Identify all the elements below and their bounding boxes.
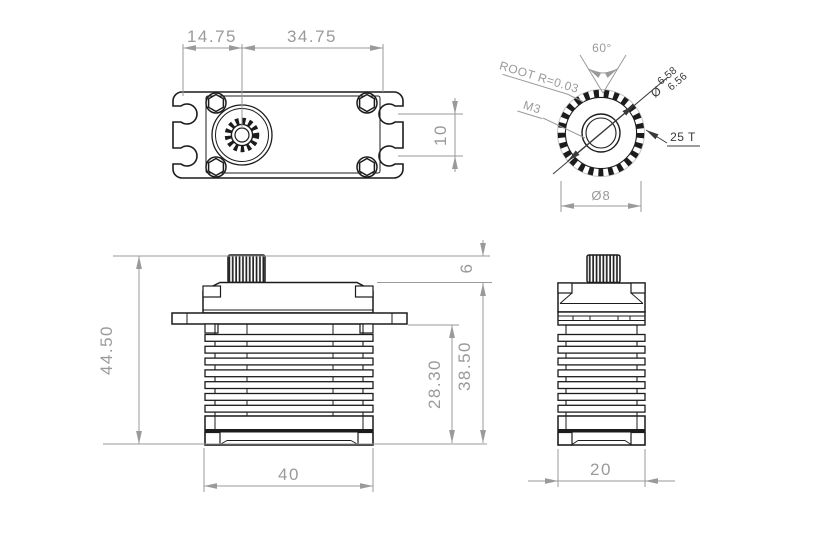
dim-case-height: 38.50 xyxy=(455,341,474,391)
output-spline-top xyxy=(211,104,273,166)
side-joint-band xyxy=(557,311,646,326)
top-view-body-outline xyxy=(172,91,404,179)
corner-screws xyxy=(205,92,378,178)
thread-callout: M3 xyxy=(517,98,586,139)
thread-minor-circle xyxy=(585,117,617,149)
dim-lower-body-height: 28.30 xyxy=(425,359,444,409)
dim-overall-height: 44.50 xyxy=(97,325,116,375)
thread-label: M3 xyxy=(522,98,543,117)
top-view: 14.75 34.75 10 xyxy=(172,27,463,179)
front-mounting-flange xyxy=(171,312,408,325)
spline-detail-view: Ø 6.58 6.56 60° ROOT R=0.03 M3 xyxy=(498,41,700,212)
front-spline-shaft xyxy=(227,254,266,284)
spline-teeth-ring xyxy=(557,89,645,177)
front-top-cap xyxy=(202,281,374,314)
root-circle xyxy=(564,96,638,170)
side-bottom-cap xyxy=(557,415,646,446)
dim-body-width: 40 xyxy=(278,465,300,484)
top-view-case-face xyxy=(205,95,381,174)
dim-spline-to-end: 34.75 xyxy=(287,27,337,46)
tooth-count-label: 25 T xyxy=(670,130,696,144)
side-heatsink-fins xyxy=(557,324,646,417)
front-bottom-cap xyxy=(204,415,374,446)
dim-spline-offset: 14.75 xyxy=(187,27,237,46)
front-view-dimensions: 44.50 6 38.50 28.30 40 xyxy=(97,240,492,492)
tooth-angle-dim: 60° xyxy=(579,41,627,94)
top-view-dimensions: 14.75 34.75 10 xyxy=(182,27,463,172)
root-radius-callout: ROOT R=0.03 xyxy=(498,58,585,103)
tooth-count-callout: 25 T xyxy=(645,129,700,147)
boss-diameter-dim: Ø8 xyxy=(560,181,642,212)
side-view: 20 xyxy=(528,254,675,487)
dim-slot-spacing: 10 xyxy=(431,124,450,146)
dim-body-depth: 20 xyxy=(590,460,612,479)
front-heatsink-fins xyxy=(204,323,374,417)
side-top-cap xyxy=(557,282,646,313)
dim-shaft-height: 6 xyxy=(457,263,476,274)
boss-diameter-label: Ø8 xyxy=(591,188,610,203)
tooth-angle-label: 60° xyxy=(592,41,612,55)
side-view-dimensions: 20 xyxy=(528,449,675,487)
front-view: 44.50 6 38.50 28.30 40 xyxy=(97,240,492,492)
thread-major-circle xyxy=(581,113,621,153)
side-spline-shaft xyxy=(586,254,621,284)
